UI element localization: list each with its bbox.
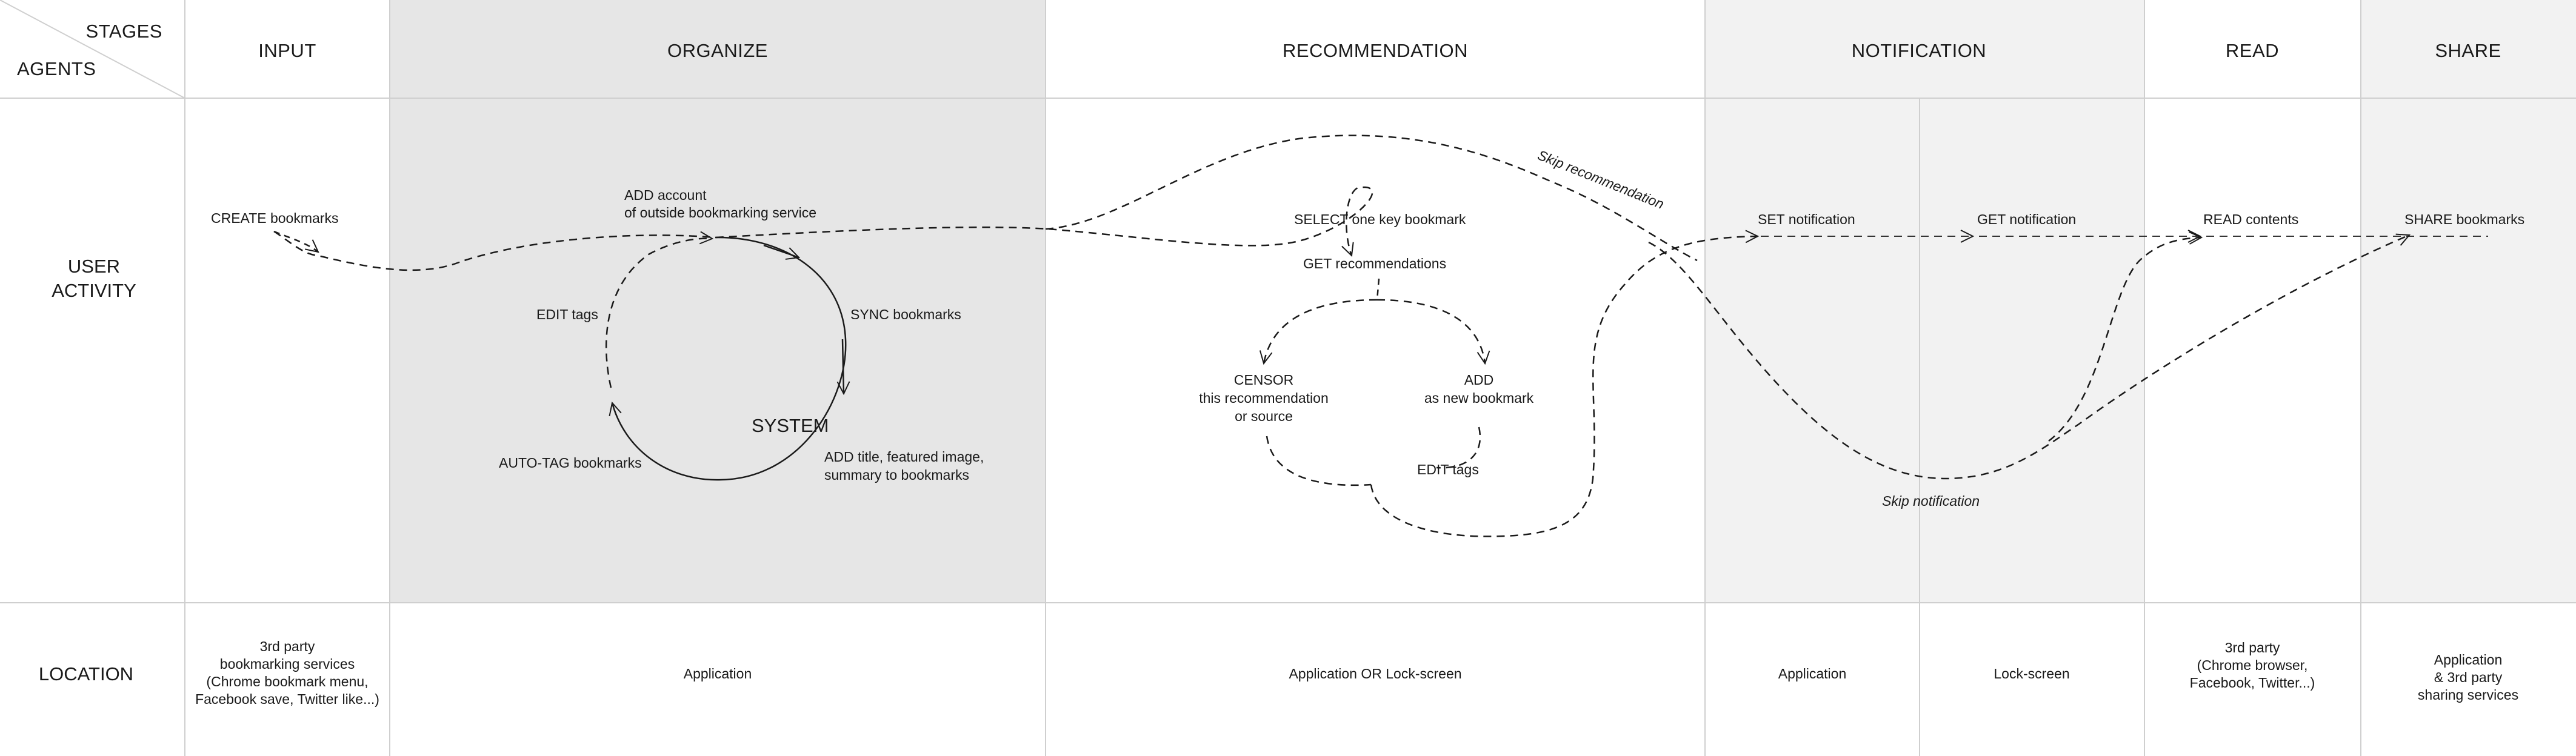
system-label: SYSTEM [752,415,829,436]
row-headers: USER ACTIVITY LOCATION [39,256,136,685]
activity-censor-line3: or source [1235,408,1293,424]
stage-share: SHARE [2435,40,2501,61]
flow-branch-censor [1259,299,1378,365]
organize-cycle-arrow-sync [836,339,850,396]
activity-edit-tags-organize: EDIT tags [536,307,598,322]
stage-recommendation: RECOMMENDATION [1283,40,1468,61]
activity-edit-tags-recommendation: EDIT tags [1417,462,1479,477]
activity-skip-notification: Skip notification [1882,493,1980,509]
activity-auto-tag: AUTO-TAG bookmarks [499,455,642,471]
activity-censor-line1: CENSOR [1234,372,1293,388]
stage-bands [390,0,2576,603]
location-share-line2: & 3rd party [2434,669,2503,685]
organize-band [390,0,1046,603]
location-organize: Application [684,666,752,681]
flow-add-to-edit [1436,426,1481,469]
location-input-line1: 3rd party [260,638,315,654]
flow-skip-to-read [2048,231,2203,442]
activity-create-bookmarks: CREATE bookmarks [211,210,338,226]
activity-censor-line2: this recommendation [1199,390,1329,406]
activity-add-title-line1: ADD title, featured image, [824,449,984,465]
row-user-activity-line1: USER [68,256,120,277]
activity-share-bookmarks: SHARE bookmarks [2404,211,2524,227]
activity-skip-recommendation: Skip recommendation [1535,147,1666,212]
location-notification-app: Application [1778,666,1847,681]
organize-cycle-solid [715,236,847,481]
activity-get-notification: GET notification [1977,211,2076,227]
organize-cycle-arrow-top [763,244,801,260]
flow-skip-notification [1648,233,2411,480]
activity-select-key: SELECT one key bookmark [1294,211,1466,227]
flow-paths [273,134,2488,537]
location-input-line3: (Chrome bookmark menu, [206,674,368,689]
share-band [2361,0,2576,603]
activity-add-account-line2: of outside bookmarking service [624,205,816,220]
corner-agents-label: AGENTS [17,58,96,79]
activity-add-new-line1: ADD [1464,372,1494,388]
location-notification-lock: Lock-screen [1994,666,2069,681]
location-input-line4: Facebook save, Twitter like...) [195,691,379,707]
activity-read-contents: READ contents [2203,211,2298,227]
location-share-line1: Application [2434,652,2503,668]
location-share-line3: sharing services [2418,687,2518,703]
flow-create-start [273,230,319,253]
flow-skip-recommendation [1045,134,1698,262]
location-read-line2: (Chrome browser, [2197,657,2308,673]
activity-get-recommendations: GET recommendations [1303,256,1446,271]
location-recommendation: Application OR Lock-screen [1289,666,1461,681]
organize-cycle-dashed [605,231,714,388]
activity-sync-bookmarks: SYNC bookmarks [850,307,961,322]
stage-input: INPUT [258,40,316,61]
flow-censor-to-edit [1266,436,1372,486]
flow-edit-tags-to-notification [1370,230,1760,537]
activity-add-account-line1: ADD account [624,187,707,203]
corner-diagonal [0,0,185,99]
flow-get-recs-down [1376,278,1380,300]
location-read-line1: 3rd party [2225,640,2280,655]
activity-set-notification: SET notification [1758,211,1855,227]
stage-organize: ORGANIZE [667,40,768,61]
stage-read: READ [2226,40,2279,61]
row-location: LOCATION [39,663,133,685]
header-row: STAGES AGENTS INPUT ORGANIZE RECOMMENDAT… [17,21,2501,79]
corner-stages-label: STAGES [86,21,162,42]
flow-create-to-organize [273,186,1373,271]
notification-band [1705,0,2144,603]
organize-cycle-solid-bottom [609,401,722,481]
location-row: 3rd party bookmarking services (Chrome b… [195,638,2518,707]
flow-branch-add [1376,299,1490,365]
activity-add-title-line2: summary to bookmarks [824,467,969,483]
location-input-line2: bookmarking services [220,656,355,672]
activity-labels: CREATE bookmarks ADD account of outside … [211,147,2524,509]
activity-add-new-line2: as new bookmark [1424,390,1534,406]
stage-notification: NOTIFICATION [1852,40,1986,61]
location-read-line3: Facebook, Twitter...) [2190,675,2315,691]
row-user-activity-line2: ACTIVITY [52,280,136,301]
